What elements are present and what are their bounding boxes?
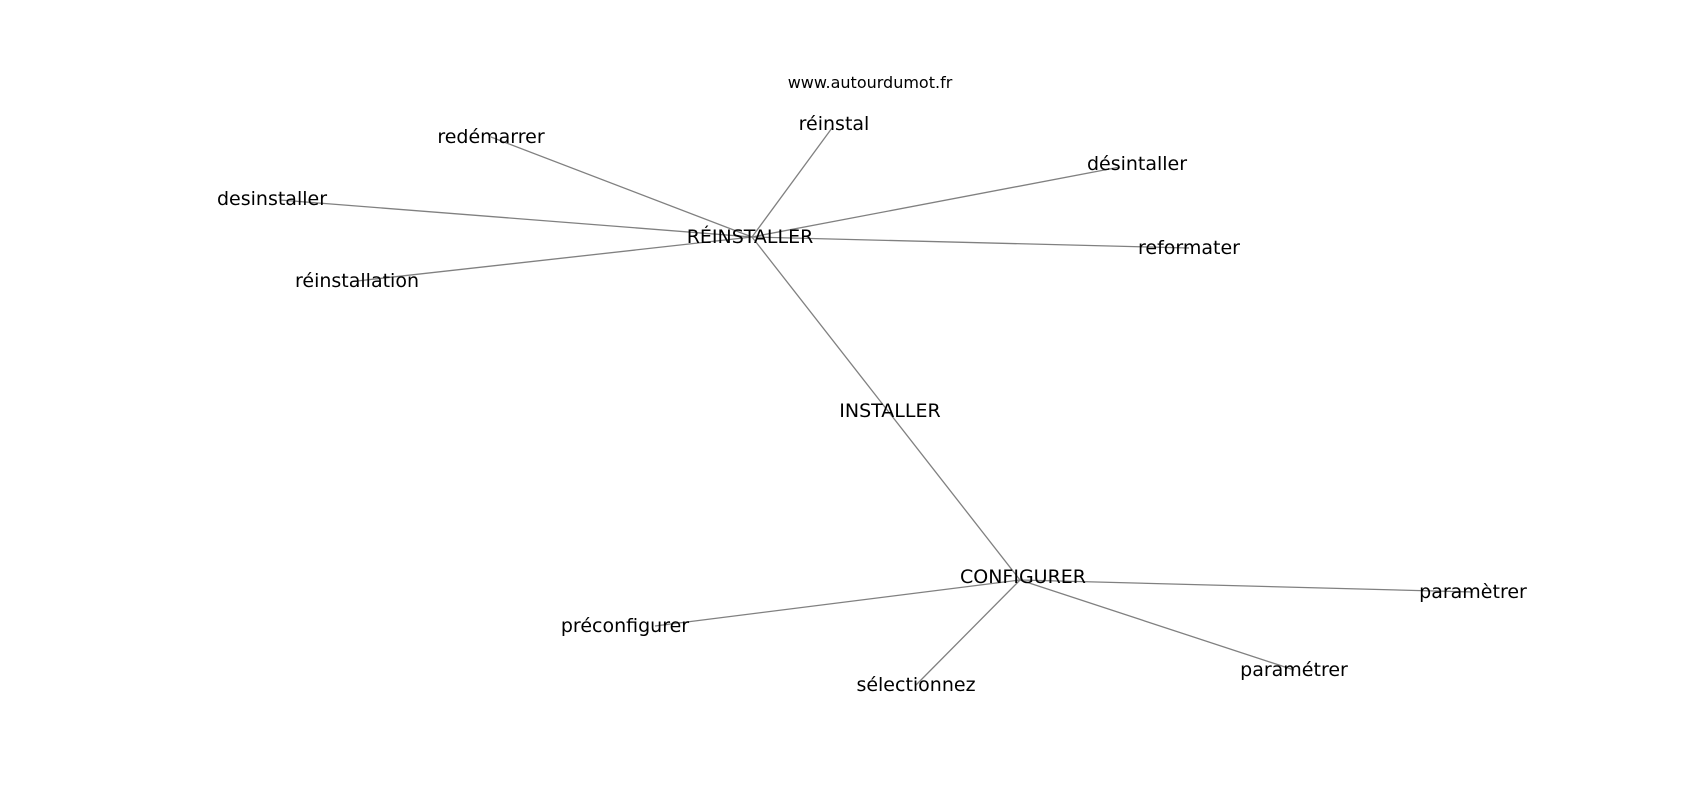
node-parametrer-aigu[interactable]: paramétrer — [1240, 659, 1348, 681]
edge-configurer-parametrer-grave — [1019, 579, 1474, 593]
source-label: www.autourdumot.fr — [788, 73, 953, 92]
node-reinstaller[interactable]: RÉINSTALLER — [687, 225, 814, 248]
node-configurer[interactable]: CONFIGURER — [960, 566, 1086, 588]
graph-edges — [279, 127, 1474, 686]
edge-reinstaller-reformater — [751, 236, 1190, 249]
node-desintaller[interactable]: désintaller — [1087, 153, 1187, 175]
edge-configurer-preconfigurer — [654, 579, 1021, 627]
node-desinstaller[interactable]: desinstaller — [217, 188, 327, 210]
edge-configurer-parametrer-aigu — [1019, 579, 1295, 671]
node-reformater[interactable]: reformater — [1138, 237, 1240, 259]
node-reinstallation[interactable]: réinstallation — [295, 270, 419, 292]
edge-reinstaller-desinstaller — [279, 199, 753, 238]
edge-reinstaller-redemarrer — [490, 136, 753, 238]
edge-reinstaller-configurer — [751, 236, 1021, 581]
edge-reinstaller-reinstal — [751, 127, 833, 238]
node-installer[interactable]: INSTALLER — [839, 400, 940, 422]
graph-labels: INSTALLER RÉINSTALLER CONFIGURER redémarrer… — [217, 113, 1527, 696]
node-parametrer-grave[interactable]: paramètrer — [1419, 581, 1527, 603]
node-preconfigurer[interactable]: préconfigurer — [561, 615, 689, 637]
edge-reinstaller-desintaller — [751, 166, 1121, 238]
node-redemarrer[interactable]: redémarrer — [437, 126, 545, 148]
node-reinstal[interactable]: réinstal — [799, 113, 870, 135]
edge-configurer-selectionnez — [915, 579, 1021, 686]
node-selectionnez[interactable]: sélectionnez — [856, 674, 975, 696]
edge-reinstaller-reinstallation — [356, 236, 753, 282]
